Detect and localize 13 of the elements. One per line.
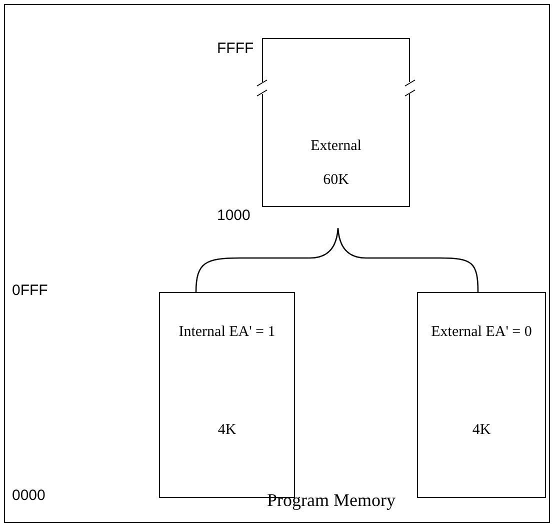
- address-label: 0000: [12, 487, 46, 504]
- address-label: 1000: [217, 207, 250, 224]
- memory-block: [262, 38, 410, 207]
- block-size: 60K: [322, 171, 350, 190]
- address-label: 0FFF: [12, 282, 48, 299]
- block-size: 4K: [216, 421, 238, 440]
- memory-block: [417, 292, 546, 498]
- address-label: FFFF: [217, 40, 254, 57]
- block-size: 4K: [471, 421, 492, 440]
- caption: Program Memory: [267, 490, 396, 511]
- block-name: Internal EA' = 1: [178, 323, 276, 342]
- block-name: External: [310, 137, 362, 156]
- block-name: External EA' = 0: [430, 323, 533, 342]
